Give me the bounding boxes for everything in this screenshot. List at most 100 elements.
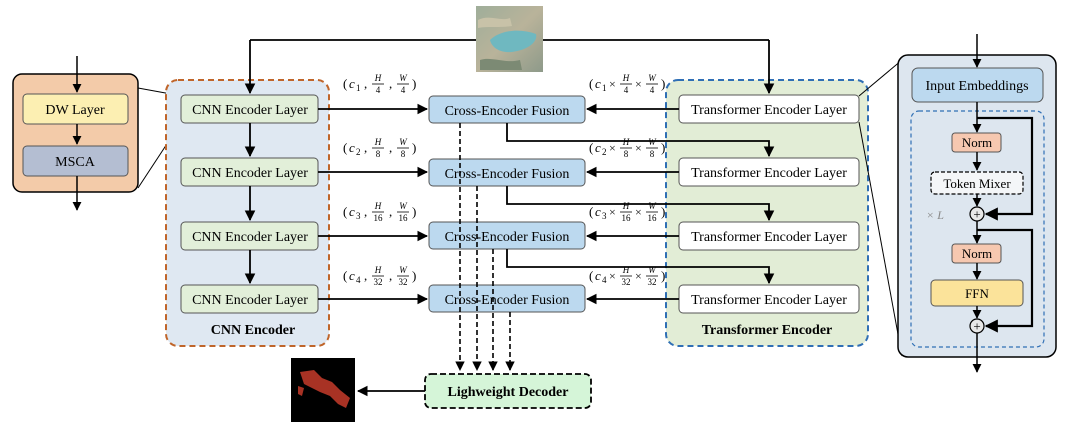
fraction-denominator: 4 (401, 85, 406, 95)
plus-1-text: + (973, 207, 980, 222)
times: × (635, 141, 642, 155)
fraction-denominator: 32 (374, 277, 383, 287)
times: × (609, 269, 616, 283)
comma: , (364, 268, 367, 283)
paren-close: ) (412, 268, 416, 283)
comma: , (389, 76, 392, 91)
times: × (609, 205, 616, 219)
transformer-layer-4-label: Transformer Encoder Layer (691, 293, 847, 308)
paren-open: ( (589, 140, 593, 155)
fraction-numerator: H (622, 137, 630, 147)
fraction-numerator: H (622, 73, 630, 83)
channel-symbol: c (349, 76, 355, 91)
fraction-denominator: 8 (624, 149, 629, 159)
channel-subscript: 3 (602, 211, 607, 221)
transformer-layer-detail-panel: Input Embeddings Norm Token Mixer + × L … (858, 34, 1057, 373)
plus-2-text: + (973, 319, 980, 334)
paren-open: ( (343, 76, 347, 91)
fraction-numerator: W (648, 201, 657, 211)
transformer-encoder: Transformer Encoder Transformer Encoder … (665, 79, 869, 347)
cnn-layer-1-label: CNN Encoder Layer (192, 103, 308, 118)
fraction-denominator: 16 (622, 213, 632, 223)
fraction-denominator: 8 (650, 149, 655, 159)
transformer-encoder-title: Transformer Encoder (702, 323, 833, 338)
comma: , (364, 140, 367, 155)
ffn-label: FFN (965, 286, 989, 301)
output-mask-image (291, 358, 355, 422)
lateral-arrows (318, 103, 679, 305)
channel-symbol: c (349, 140, 355, 155)
transformer-layer-1-label: Transformer Encoder Layer (691, 103, 847, 118)
fusion-to-transformer (506, 123, 775, 285)
dw-layer-box (22, 93, 129, 125)
fraction-denominator: 8 (401, 149, 406, 159)
channel-subscript: 4 (356, 275, 361, 285)
input-embeddings-label: Input Embeddings (925, 79, 1028, 94)
fraction-numerator: H (374, 137, 382, 147)
fusion-blocks: Cross-Encoder Fusion Cross-Encoder Fusio… (428, 95, 586, 313)
channel-subscript: 2 (356, 147, 361, 157)
fraction-numerator: H (374, 73, 382, 83)
fusion-3-label: Cross-Encoder Fusion (445, 230, 570, 245)
fraction-numerator: W (648, 265, 657, 275)
paren-close: ) (412, 76, 416, 91)
fraction-numerator: W (399, 201, 408, 211)
paren-open: ( (343, 204, 347, 219)
times: × (609, 141, 616, 155)
fraction-numerator: W (399, 265, 408, 275)
lightweight-decoder: Lighweight Decoder (356, 373, 592, 409)
channel-subscript: 4 (602, 275, 607, 285)
channel-symbol: c (595, 76, 601, 91)
fraction-numerator: H (374, 265, 382, 275)
fraction-denominator: 8 (376, 149, 381, 159)
cnn-layer-3-label: CNN Encoder Layer (192, 230, 308, 245)
channel-symbol: c (595, 204, 601, 219)
paren-close: ) (661, 140, 665, 155)
cnn-layer-2-label: CNN Encoder Layer (192, 166, 308, 181)
channel-symbol: c (349, 268, 355, 283)
channel-symbol: c (595, 140, 601, 155)
norm-2-label: Norm (962, 246, 992, 261)
fusion-1-label: Cross-Encoder Fusion (445, 104, 570, 119)
paren-close: ) (661, 76, 665, 91)
input-satellite-image (476, 6, 543, 72)
paren-close: ) (661, 268, 665, 283)
fraction-denominator: 32 (622, 277, 631, 287)
paren-open: ( (343, 140, 347, 155)
paren-open: ( (343, 268, 347, 283)
cnn-encoder: CNN Encoder CNN Encoder Layer CNN Encode… (165, 79, 330, 347)
comma: , (389, 140, 392, 155)
fusion-4-label: Cross-Encoder Fusion (445, 293, 570, 308)
channel-subscript: 1 (356, 83, 361, 93)
fraction-numerator: H (622, 201, 630, 211)
fraction-numerator: H (374, 201, 382, 211)
fraction-denominator: 32 (648, 277, 657, 287)
fraction-numerator: W (648, 73, 657, 83)
transformer-layer-2-label: Transformer Encoder Layer (691, 166, 847, 181)
msca-label: MSCA (55, 155, 96, 170)
cnn-layer-zoom-panel: DW Layer MSCA (12, 56, 183, 211)
fusion-2-label: Cross-Encoder Fusion (445, 167, 570, 182)
times: × (609, 77, 616, 91)
cross-encoder-fusion-4 (428, 284, 586, 313)
paren-close: ) (661, 204, 665, 219)
fraction-numerator: W (648, 137, 657, 147)
times: × (635, 77, 642, 91)
channel-subscript: 2 (602, 147, 607, 157)
channel-symbol: c (595, 268, 601, 283)
paren-open: ( (589, 204, 593, 219)
transformer-layer-3-label: Transformer Encoder Layer (691, 230, 847, 245)
fraction-denominator: 4 (376, 85, 381, 95)
decoder-label: Lighweight Decoder (448, 385, 569, 400)
fraction-denominator: 4 (624, 85, 629, 95)
paren-close: ) (412, 204, 416, 219)
fraction-denominator: 16 (374, 213, 384, 223)
norm-1-label: Norm (962, 135, 992, 150)
fraction-numerator: W (399, 137, 408, 147)
fraction-numerator: H (622, 265, 630, 275)
paren-open: ( (589, 76, 593, 91)
cnn-encoder-title: CNN Encoder (211, 323, 295, 338)
decoder-skip-lines (455, 123, 515, 371)
